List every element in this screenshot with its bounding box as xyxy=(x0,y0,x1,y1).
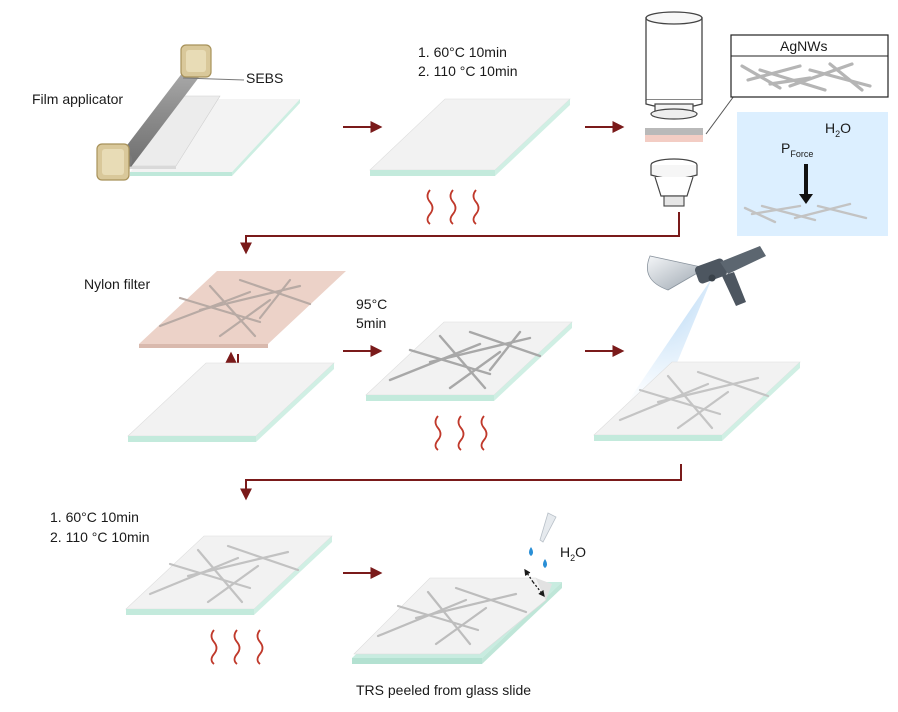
membrane-stack xyxy=(645,128,703,142)
agnws-inset xyxy=(730,34,889,98)
nylon-agnws-icon xyxy=(158,278,312,338)
step1-line1: 1. 60°C 10min xyxy=(418,44,507,60)
agnws-network-4 xyxy=(148,544,300,604)
agnws-network-2 xyxy=(388,330,542,390)
heat-waves-2 xyxy=(434,415,488,451)
anneal-line2: 5min xyxy=(356,315,386,331)
agnws-label: AgNWs xyxy=(780,38,827,54)
h2o-label: H2O xyxy=(825,120,851,139)
film-applicator-label: Film applicator xyxy=(32,91,123,107)
step3-line1: 1. 60°C 10min xyxy=(50,509,139,525)
nylon-filter-label: Nylon filter xyxy=(84,276,150,292)
sebs-label: SEBS xyxy=(246,70,283,86)
step1-line2: 2. 110 °C 10min xyxy=(418,63,518,79)
force-arrow-head xyxy=(799,194,813,204)
pipette-icon xyxy=(539,512,557,543)
cured-trs-slide xyxy=(125,535,333,615)
membrane-leader-line xyxy=(705,95,735,135)
agnws-network-3 xyxy=(618,370,770,430)
step3-line2: 2. 110 °C 10min xyxy=(50,529,150,545)
pressure-panel xyxy=(737,112,888,236)
spray-cone xyxy=(618,278,712,416)
water-droplets-icon xyxy=(529,547,547,568)
connector-arrow-2 xyxy=(240,464,682,501)
sprayed-slide xyxy=(593,361,801,441)
caption: TRS peeled from glass slide xyxy=(356,682,531,698)
agnws-network-icon xyxy=(740,62,872,92)
connector-arrow-1 xyxy=(240,212,680,255)
nylon-filter-sheet xyxy=(139,271,346,348)
sebs-film-slide xyxy=(369,98,571,176)
peel-direction-arrows xyxy=(524,568,545,598)
drop-h2o-label: H2O xyxy=(560,544,586,563)
peeling-slide xyxy=(352,577,562,664)
sebs-leader-line xyxy=(182,77,245,81)
anneal-line1: 95°C xyxy=(356,296,387,312)
sebs-slide-2 xyxy=(127,362,335,442)
filtration-funnel xyxy=(645,11,703,120)
film-applicator-roller xyxy=(96,44,245,181)
heat-waves-3 xyxy=(210,629,264,665)
agnws-on-sebs-slide xyxy=(365,321,573,401)
spray-gun-icon xyxy=(618,246,766,416)
agnws-network-5 xyxy=(376,586,528,646)
glass-slide-1 xyxy=(125,95,300,176)
pressed-agnws-icon xyxy=(743,202,868,224)
p-force-label: PForce xyxy=(781,140,813,159)
heat-waves-1 xyxy=(426,189,480,225)
filter-base xyxy=(650,158,698,207)
